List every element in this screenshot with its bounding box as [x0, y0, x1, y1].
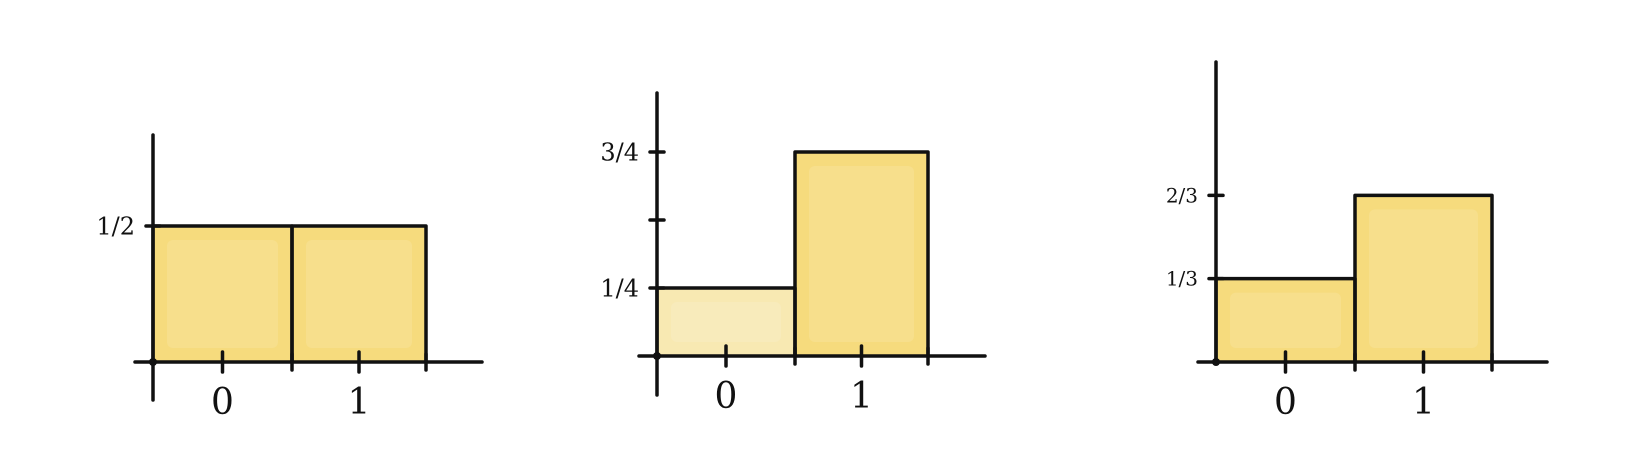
bar-0	[1216, 278, 1355, 362]
chart-panel-2: 0 1 1/4 3/4	[600, 91, 987, 417]
x-tick-label-0: 0	[1274, 382, 1297, 423]
bar-shading-0	[1230, 292, 1341, 348]
chart-panel-1: 0 1 1/2	[96, 133, 484, 423]
bar-shading-1	[809, 166, 914, 342]
bar-outline-1	[793, 150, 930, 356]
origin-marker	[653, 352, 661, 360]
y-tick-label: 1/2	[96, 212, 135, 240]
x-tick-label-1: 1	[850, 376, 873, 417]
x-tick-label-0: 0	[715, 376, 738, 417]
origin-marker	[1212, 358, 1220, 366]
y-tick-label: 2/3	[1166, 183, 1198, 207]
x-tick-label-0: 0	[211, 382, 234, 423]
bar-shading-0	[167, 240, 278, 348]
origin-marker	[149, 358, 157, 366]
y-tick-label: 3/4	[600, 138, 639, 166]
x-tick-label-1: 1	[1412, 382, 1435, 423]
y-tick-label: 1/4	[600, 274, 639, 302]
bar-1	[795, 152, 928, 356]
x-tick-label-1: 1	[348, 382, 371, 423]
bar-shading-1	[1369, 209, 1478, 348]
bar-1	[292, 226, 426, 362]
y-tick-label: 1/3	[1166, 267, 1198, 291]
bar-outline-1	[290, 224, 428, 362]
bar-1	[1355, 195, 1492, 362]
bar-0	[153, 226, 292, 362]
chart-panel-3: 0 1 1/3 2/3	[1166, 60, 1549, 423]
bar-shading-1	[306, 240, 412, 348]
bar-shading-0	[671, 302, 781, 342]
bar-outline-1	[1353, 193, 1494, 362]
